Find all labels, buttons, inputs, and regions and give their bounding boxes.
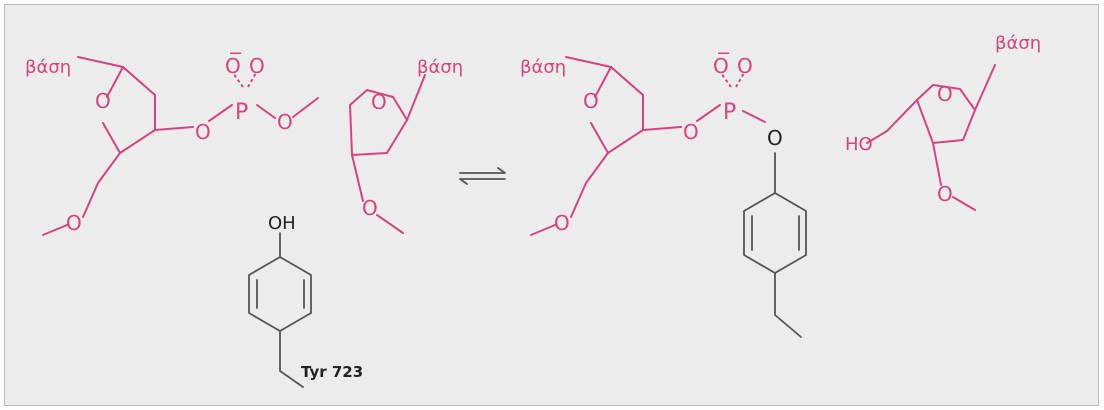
product-nucleotide-tyrosine: βάση O O P O − O O O — [520, 43, 807, 338]
bridge-oxygen-2: O — [277, 110, 293, 134]
product-base-label-1: βάση — [520, 57, 566, 78]
ring-oxygen-2: O — [371, 90, 387, 114]
product-phosphate-oxygen-a: O — [713, 54, 729, 78]
product-ring-oxygen-2: O — [937, 82, 953, 106]
product-hydroxyl: HO — [845, 134, 873, 155]
reaction-diagram: βάση O O P O − O O βάση O O O OH Tyr 723 — [4, 4, 1099, 406]
product-bridge-oxygen: O — [683, 120, 699, 144]
reactant-dinucleotide: βάση O O P O − O O βάση O O O — [25, 43, 463, 236]
bridge-oxygen-1: O — [195, 120, 211, 144]
product-base-label-2: βάση — [995, 33, 1041, 54]
product-chain-oxygen-2: O — [937, 182, 953, 206]
ring-oxygen-1: O — [95, 89, 111, 113]
reaction-scheme: βάση O O P O − O O βάση O O O OH Tyr 723 — [25, 33, 1041, 388]
base-label-2: βάση — [417, 57, 463, 78]
chain-oxygen-2: O — [362, 196, 378, 220]
product-left-sugar-ring — [590, 66, 644, 154]
negative-charge-1: − — [228, 43, 243, 64]
product-tyrosine-ring — [743, 192, 807, 274]
product-base-bond — [974, 64, 996, 111]
tyrosine-hydroxyl: OH — [268, 213, 296, 234]
tyrosine-label: Tyr 723 — [301, 363, 363, 381]
product-phosphate-oxygen-b: O — [737, 54, 753, 78]
chain-oxygen-1: O — [66, 211, 82, 235]
tyrosine-ring — [248, 256, 312, 332]
product-ring-oxygen-1: O — [583, 89, 599, 113]
left-sugar-ring — [102, 66, 156, 154]
base-bond-1 — [77, 56, 124, 68]
product-negative-charge: − — [716, 43, 731, 64]
equilibrium-arrow — [459, 167, 506, 185]
product-free-nucleotide: HO O βάση O — [845, 33, 1041, 211]
base-bond-2 — [406, 74, 426, 121]
phosphate-oxygen-1b: O — [249, 54, 265, 78]
product-chain-oxygen-1: O — [554, 211, 570, 235]
product-tyrosine-oxygen: O — [767, 126, 783, 150]
reactant-tyrosine: OH Tyr 723 — [248, 213, 363, 388]
base-label-1: βάση — [25, 57, 71, 78]
po-double-bond — [232, 72, 244, 88]
phosphorus-1: P — [235, 100, 248, 125]
product-phosphorus: P — [723, 100, 736, 125]
phosphate-oxygen-1a: O — [225, 54, 241, 78]
